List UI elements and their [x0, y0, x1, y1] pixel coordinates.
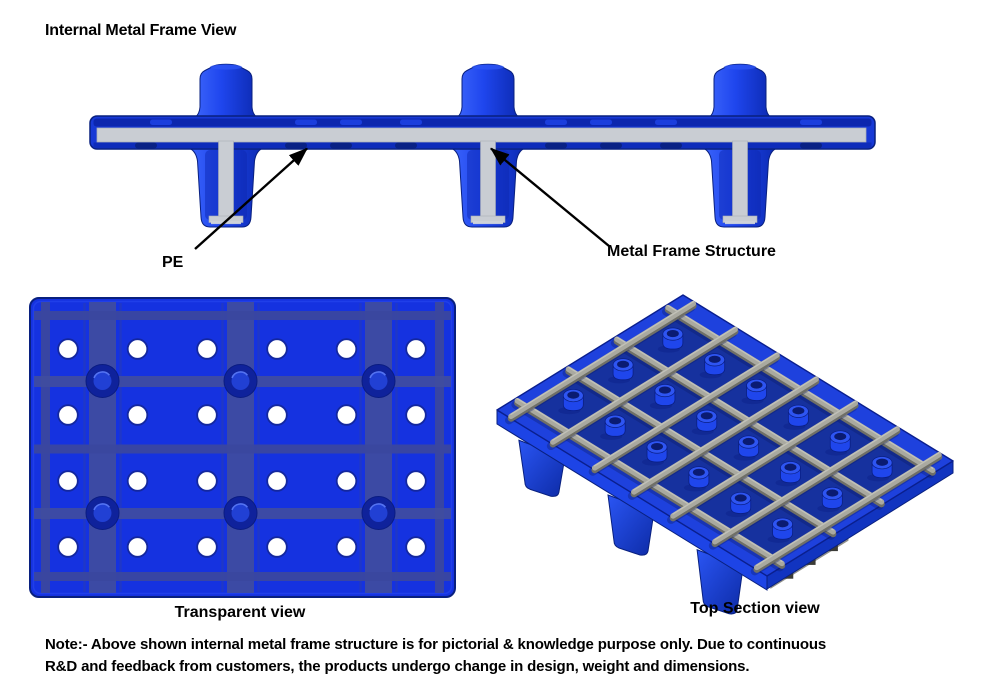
- callout-arrows: [194, 147, 610, 250]
- top-section-view-caption: Top Section view: [690, 600, 820, 617]
- metal-frame-label: Metal Frame Structure: [607, 243, 776, 260]
- pe-label: PE: [162, 254, 184, 271]
- cross-section-view: [89, 63, 876, 228]
- transparent-view-caption: Transparent view: [174, 604, 306, 621]
- note-line-2: R&D and feedback from customers, the pro…: [45, 658, 750, 675]
- top-section-view: [496, 294, 954, 615]
- transparent-view: [29, 297, 456, 598]
- page-title: Internal Metal Frame View: [45, 22, 237, 39]
- note-line-1: Note:- Above shown internal metal frame …: [45, 636, 827, 653]
